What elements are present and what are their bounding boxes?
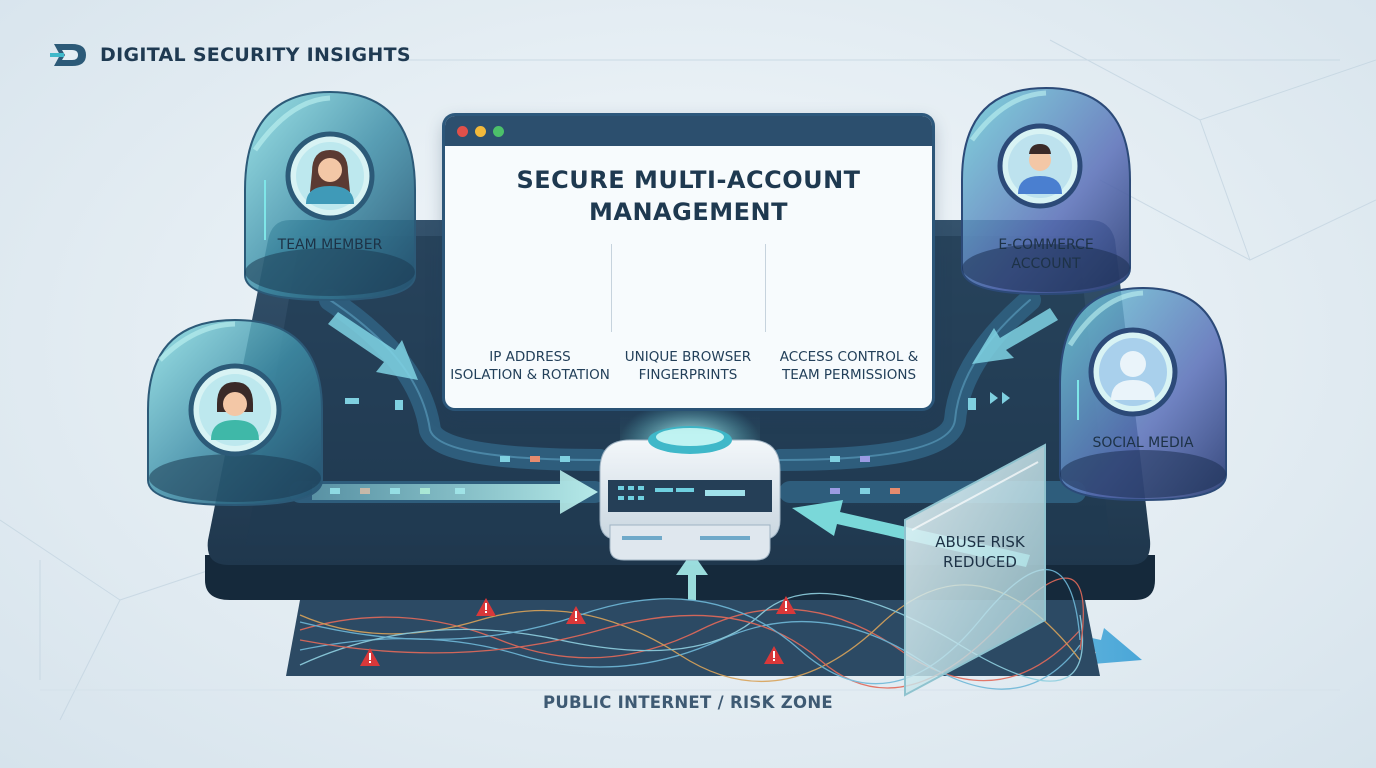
window-minimize-dot[interactable] bbox=[475, 126, 486, 137]
feature-browser-fingerprints-label: UNIQUE BROWSER FINGERPRINTS bbox=[624, 349, 752, 383]
abuse-risk-label: ABUSE RISK REDUCED bbox=[935, 533, 1025, 571]
window-title-line1: SECURE MULTI-ACCOUNT bbox=[516, 166, 861, 194]
ecommerce-label: E-COMMERCE ACCOUNT bbox=[998, 237, 1094, 272]
shield-d-logo-icon bbox=[50, 44, 86, 66]
window-title: SECURE MULTI-ACCOUNT MANAGEMENT bbox=[445, 164, 932, 228]
team-member-dome bbox=[244, 90, 416, 302]
team-member-avatar-icon bbox=[306, 150, 354, 204]
warning-icons bbox=[360, 596, 796, 666]
feature-ip-isolation-label: IP ADDRESS ISOLATION & ROTATION bbox=[450, 349, 610, 383]
social-media-dome bbox=[1059, 286, 1227, 502]
feature-divider-1 bbox=[611, 244, 612, 332]
window-title-bar bbox=[445, 116, 932, 146]
window-close-dot[interactable] bbox=[457, 126, 468, 137]
feature-divider-2 bbox=[765, 244, 766, 332]
risk-zone bbox=[286, 568, 1100, 690]
abuse-shield-panel bbox=[904, 443, 1046, 697]
ecommerce-dome bbox=[961, 86, 1131, 296]
brand-header: DIGITAL SECURITY INSIGHTS bbox=[50, 40, 411, 70]
social-media-label: SOCIAL MEDIA bbox=[1092, 435, 1194, 451]
team-member-label: TEAM MEMBER bbox=[277, 237, 383, 253]
social-media-avatar-icon bbox=[1111, 351, 1155, 400]
window-title-line2: MANAGEMENT bbox=[589, 198, 788, 226]
feature-access-control: ACCESS CONTROL & TEAM PERMISSIONS bbox=[768, 338, 930, 384]
left-account-dome bbox=[147, 318, 323, 507]
ecommerce-avatar-icon bbox=[1018, 144, 1062, 194]
feature-ip-isolation: IP ADDRESS ISOLATION & ROTATION bbox=[449, 338, 611, 384]
feature-browser-fingerprints: UNIQUE BROWSER FINGERPRINTS bbox=[607, 338, 769, 384]
brand-title: DIGITAL SECURITY INSIGHTS bbox=[100, 44, 411, 66]
main-window-panel: SECURE MULTI-ACCOUNT MANAGEMENT IP ADDRE… bbox=[445, 116, 932, 408]
left-account-avatar-icon bbox=[211, 382, 259, 440]
feature-access-control-label: ACCESS CONTROL & TEAM PERMISSIONS bbox=[779, 349, 919, 383]
window-maximize-dot[interactable] bbox=[493, 126, 504, 137]
central-server bbox=[599, 400, 781, 561]
risk-zone-label: PUBLIC INTERNET / RISK ZONE bbox=[542, 693, 834, 712]
